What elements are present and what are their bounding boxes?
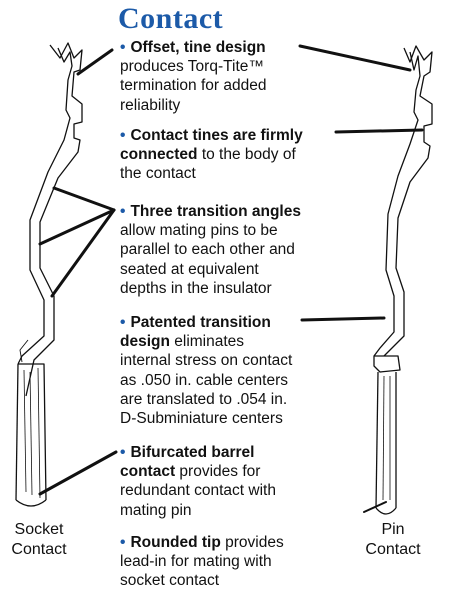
feature-text: redundant contact with (120, 482, 276, 500)
feature-text: parallel to each other and (120, 241, 295, 259)
feature-text: eliminates (169, 333, 245, 351)
pin-contact-drawing (373, 45, 433, 515)
feature-bold: Bifurcated barrel (130, 444, 255, 461)
leader-lines (38, 44, 424, 513)
feature-text: to the body of (197, 146, 296, 164)
feature-contact-tines: •Contact tines are firmly connected to t… (120, 126, 352, 184)
feature-text: reliability (120, 96, 181, 114)
page-title: Contact (118, 2, 224, 35)
feature-text: seated at equivalent (120, 260, 259, 278)
feature-bold: design (120, 333, 170, 351)
pin-contact-label: Pin Contact (358, 520, 428, 560)
feature-bold: contact (120, 463, 176, 481)
bullet-icon: • (120, 39, 126, 56)
bullet-icon: • (120, 203, 126, 220)
leader-angle-2 (38, 208, 116, 246)
socket-label-line-2: Contact (11, 541, 67, 558)
feature-text: depths in the insulator (120, 279, 272, 297)
pin-label-line-2: Contact (365, 541, 421, 558)
feature-text: socket contact (120, 572, 220, 590)
bullet-icon: • (120, 127, 126, 144)
leader-tines-pin (334, 128, 424, 134)
feature-offset-tine: •Offset, tine design produces Torq-Tite™… (120, 38, 352, 115)
feature-bifurcated-barrel: •Bifurcated barrel contact provides for … (120, 443, 352, 520)
feature-patented-transition: •Patented transition design eliminates i… (120, 313, 352, 428)
pin-label-line-1: Pin (381, 521, 405, 538)
leader-offset-pin (298, 44, 412, 72)
feature-text: produces Torq-Tite™ (120, 58, 264, 76)
feature-text: as .050 in. cable centers (120, 371, 289, 389)
bullet-icon: • (120, 314, 126, 331)
feature-transition-angles: •Three transition angles allow mating pi… (120, 202, 352, 298)
socket-label-line-1: Socket (14, 521, 64, 538)
leader-tip-pin (363, 501, 387, 513)
bullet-icon: • (120, 444, 126, 461)
feature-text: mating pin (120, 501, 192, 519)
feature-text: are translated to .054 in. (120, 390, 288, 408)
feature-bold: Contact tines are firmly (130, 127, 303, 144)
leader-angle-1 (52, 186, 116, 212)
feature-text: provides for (175, 463, 261, 481)
feature-bold: Three transition angles (130, 203, 301, 220)
feature-text: internal stress on contact (120, 352, 293, 370)
feature-text: the contact (120, 165, 196, 183)
socket-contact-drawing (15, 42, 83, 507)
leader-angle-3 (50, 208, 116, 298)
feature-bold: Rounded tip (130, 534, 221, 551)
bullet-icon: • (120, 534, 126, 551)
feature-bold: Offset, tine design (130, 39, 266, 56)
feature-text: D-Subminiature centers (120, 410, 283, 428)
feature-text: lead-in for mating with (120, 553, 272, 571)
leader-transition-pin (300, 316, 386, 322)
leader-barrel-socket (38, 450, 118, 496)
leader-offset-socket (76, 48, 114, 76)
feature-bold: Patented transition (130, 314, 271, 331)
socket-contact-label: Socket Contact (2, 520, 76, 560)
feature-text: termination for added (120, 77, 267, 95)
feature-rounded-tip: •Rounded tip provides lead-in for mating… (120, 533, 352, 591)
feature-bold: connected (120, 146, 198, 164)
feature-text: allow mating pins to be (120, 222, 278, 240)
feature-text: provides (220, 534, 284, 551)
